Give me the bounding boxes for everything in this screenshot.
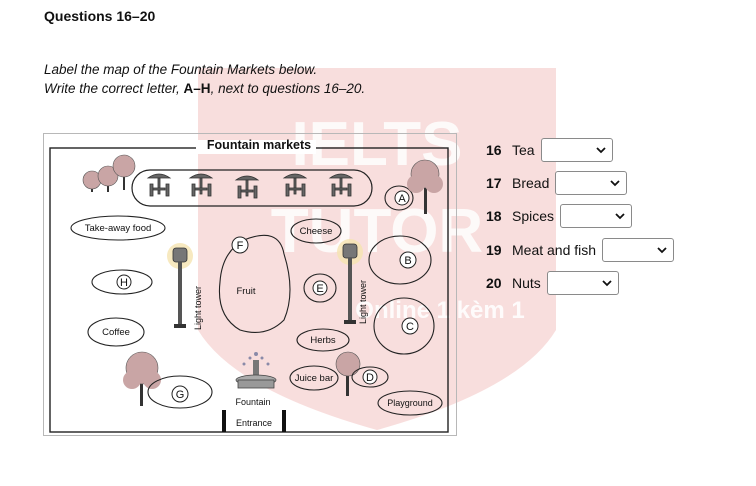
letter-a: A	[398, 193, 406, 205]
cafe-seating-area	[131, 169, 373, 207]
label-playground: Playground	[387, 398, 433, 408]
chevron-down-icon	[610, 180, 620, 187]
fruit-area	[218, 234, 291, 333]
question-label: Nuts	[512, 275, 541, 291]
answer-select-20[interactable]	[546, 271, 619, 295]
answer-select-17[interactable]	[555, 171, 628, 195]
question-number: 17	[486, 175, 502, 191]
tree-icon	[82, 154, 136, 192]
area-d	[351, 366, 389, 388]
tree-icon	[123, 351, 161, 406]
question-label: Tea	[512, 142, 535, 158]
label-herbs: Herbs	[310, 335, 336, 346]
chevron-down-icon	[657, 247, 667, 254]
answer-select-18[interactable]	[560, 204, 633, 228]
area-g	[147, 375, 213, 409]
juice-bar-area	[289, 365, 339, 391]
entrance-post-right	[282, 410, 286, 432]
label-entrance: Entrance	[236, 418, 272, 428]
tree-icon	[335, 351, 361, 396]
area-c	[373, 297, 435, 355]
question-label: Spices	[512, 208, 555, 224]
question-16: 16 Tea	[486, 138, 613, 162]
tree-icon	[407, 159, 443, 214]
label-light-tower-left: Light tower	[193, 286, 203, 330]
fountain-market-map: Fountain markets A Take-away food Cheese…	[43, 133, 457, 436]
question-number: 19	[486, 242, 502, 258]
cheese-area	[290, 218, 342, 244]
instruction-2-range: A–H	[183, 81, 211, 96]
question-label: Bread	[512, 175, 550, 191]
herbs-area	[296, 328, 350, 352]
label-light-tower-right: Light tower	[358, 280, 368, 324]
area-a	[384, 185, 414, 211]
question-label: Meat and fish	[512, 242, 597, 258]
fountain-icon	[235, 352, 277, 389]
cafe-table-icon	[146, 173, 354, 199]
question-number: 20	[486, 275, 502, 291]
label-takeaway: Take-away food	[85, 223, 152, 234]
letter-f: F	[237, 240, 244, 252]
question-18: 18 Spices	[486, 204, 633, 228]
letter-c: C	[406, 321, 414, 333]
label-fountain: Fountain	[235, 397, 270, 407]
instruction-2-post: , next to questions 16–20.	[210, 81, 366, 96]
coffee-area	[87, 317, 145, 347]
chevron-down-icon	[615, 213, 625, 220]
light-tower-icon	[337, 239, 363, 324]
answer-select-19[interactable]	[602, 238, 675, 262]
instruction-line-1: Label the map of the Fountain Markets be…	[44, 62, 318, 77]
instruction-2-pre: Write the correct letter,	[44, 81, 184, 96]
label-fruit: Fruit	[237, 286, 256, 297]
chevron-down-icon	[595, 147, 606, 154]
question-19: 19 Meat and fish	[486, 238, 675, 262]
area-h	[91, 269, 153, 295]
playground-area	[377, 390, 443, 416]
label-cheese: Cheese	[300, 226, 333, 237]
letter-h: H	[120, 277, 128, 289]
answer-select-16[interactable]	[540, 138, 613, 162]
instruction-line-2: Write the correct letter, A–H, next to q…	[44, 81, 365, 96]
takeaway-area	[70, 215, 166, 241]
letter-b: B	[404, 255, 411, 267]
question-20: 20 Nuts	[486, 271, 619, 295]
question-number: 18	[486, 208, 502, 224]
area-e	[303, 273, 337, 303]
label-juice-bar: Juice bar	[295, 373, 334, 384]
chevron-down-icon	[602, 280, 612, 287]
letter-d: D	[366, 372, 374, 384]
area-b	[368, 235, 432, 285]
label-coffee: Coffee	[102, 327, 130, 338]
letter-e: E	[316, 283, 323, 295]
entrance-post-left	[222, 410, 226, 432]
question-17: 17 Bread	[486, 171, 628, 195]
light-tower-icon	[167, 243, 193, 328]
page-title: Questions 16–20	[44, 8, 156, 24]
letter-g: G	[176, 389, 185, 401]
map-title: Fountain markets	[207, 138, 311, 152]
question-number: 16	[486, 142, 502, 158]
